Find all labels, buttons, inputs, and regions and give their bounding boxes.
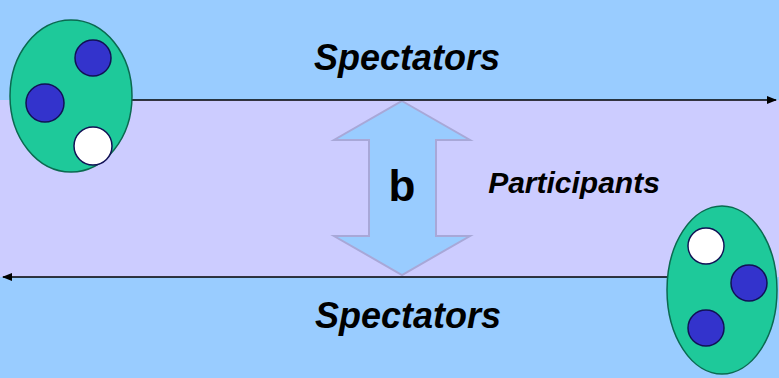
region-label: Spectators [314,40,500,76]
nucleon [688,228,724,264]
nucleus-outline [10,20,132,172]
beam-line [3,276,668,278]
nucleon [688,310,724,346]
region-label: Participants [488,168,660,198]
nucleon [731,265,767,301]
nucleon [26,84,64,122]
impact-parameter-arrow [334,101,470,275]
nucleus [10,20,132,172]
parameter-symbol: b [389,164,416,208]
beam-line [130,99,776,101]
nucleus-outline [667,206,777,374]
nucleon [74,127,112,165]
nucleus [667,206,777,374]
region-label: Spectators [315,298,501,334]
nucleon [75,40,111,76]
